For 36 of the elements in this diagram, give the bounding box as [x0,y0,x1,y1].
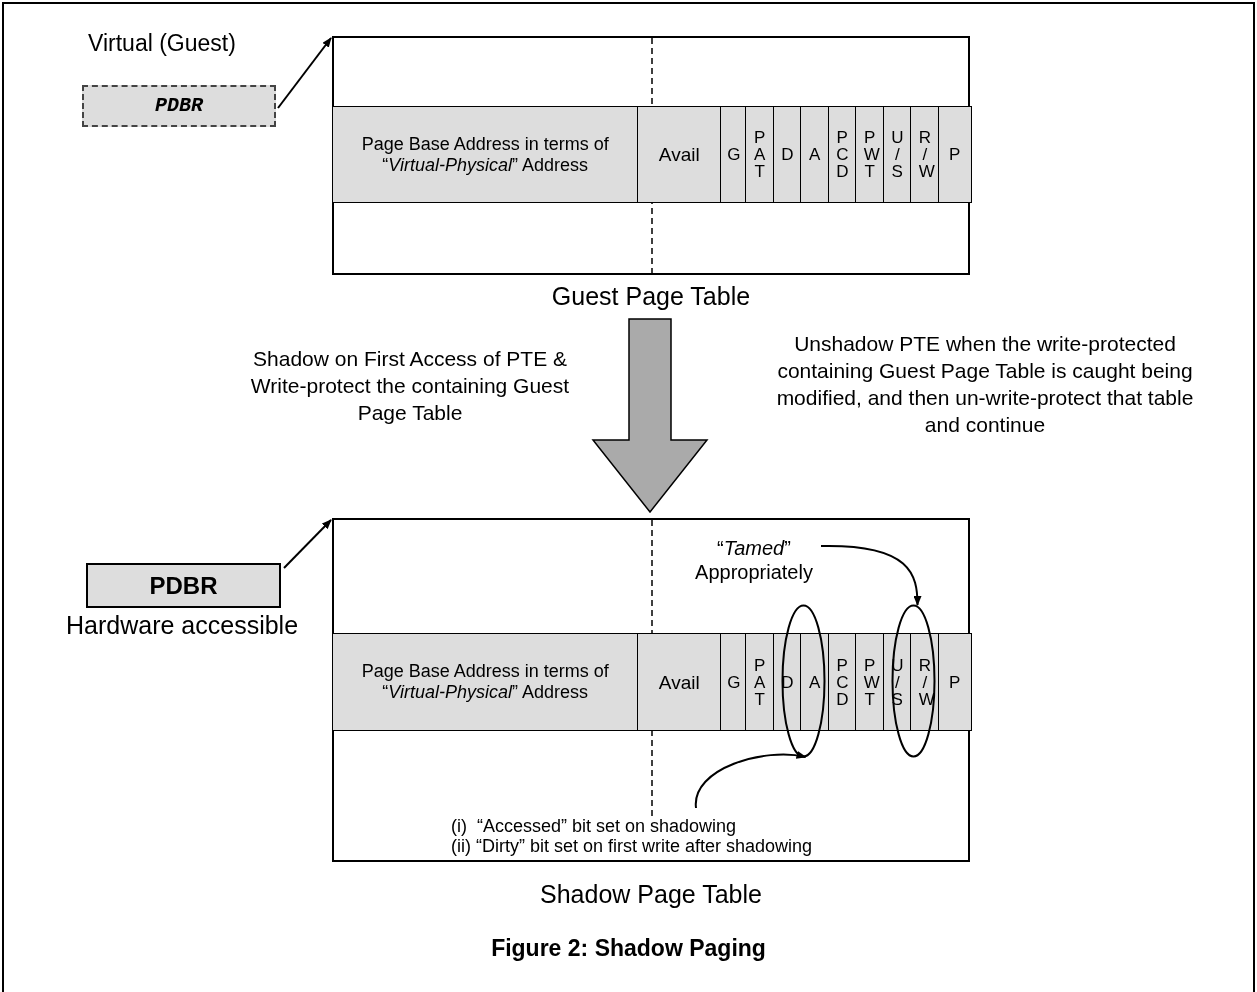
page-table [332,518,970,862]
bit-label: Avail [658,146,700,163]
bit-label: G [727,146,740,163]
pdbr-heading: Virtual (Guest) [88,30,236,57]
bit-label: A [808,673,821,691]
bit-label: P C D [836,129,849,180]
annotation-text: “Tamed” Appropriately [679,536,829,584]
annotation-text: (i) “Accessed” bit set on shadowing [451,816,738,836]
arrow [695,751,807,809]
register-box: PDBR [82,85,276,127]
bit-label: P [948,146,961,163]
bit-label: P A T [753,656,766,708]
bit-label: G [727,673,740,691]
address-text: Page Base Address in terms of “Virtual-Physical” Address [360,661,610,703]
figure-caption: Figure 2: Shadow Paging [490,935,767,962]
bit-label: P C D [836,656,849,708]
arrow [277,37,332,109]
note-text: Unshadow PTE when the write-protected containing Guest Page Table is caught being modified, and then un-write-protect that table and continue [775,331,1195,438]
register-caption: Hardware accessible [66,611,299,640]
bit-label: Avail [658,673,700,691]
arrow [283,519,332,569]
annotation-text: (ii) “Dirty” bit set on first write after shadowing [451,836,813,856]
arrow [820,545,922,606]
register-box: PDBR [86,563,281,608]
bit-label: D [781,146,794,163]
bit-label: P [948,673,961,691]
table-caption: Shadow Page Table [539,880,763,909]
address-text: Page Base Address in terms of “Virtual-Physical” Address [360,133,610,176]
bit-label: P A T [753,129,766,180]
bit-label: D [781,673,794,691]
bit-label: A [808,146,821,163]
bit-label: U / S [891,129,904,180]
table-caption: Guest Page Table [550,282,752,311]
edge-label: Shadow on First Access of PTE & Write-protect the containing Guest Page Table [249,346,571,426]
block-arrow [591,318,709,514]
page-table [332,36,970,275]
